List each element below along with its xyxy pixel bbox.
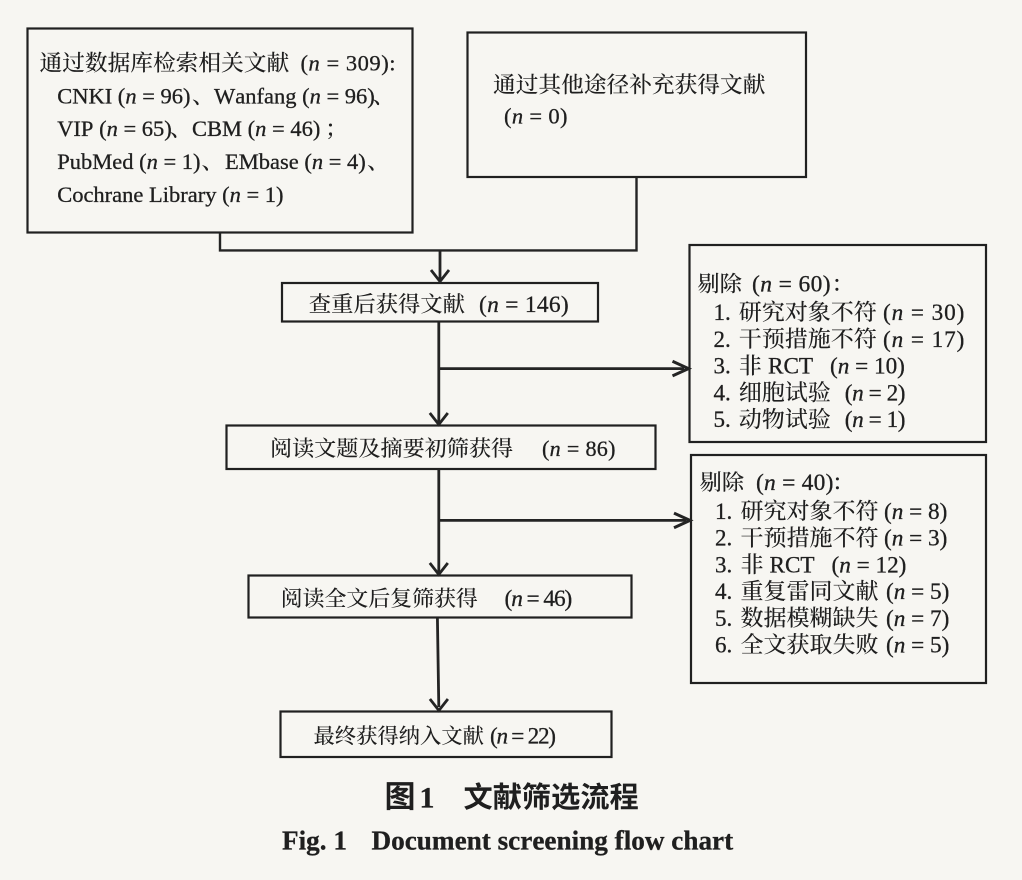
svg-text:(n = 30): (n = 30) (883, 300, 964, 326)
svg-text:VIP (n = 65): VIP (n = 65) (57, 116, 172, 141)
svg-text:(n = 309):: (n = 309): (301, 51, 396, 76)
svg-text:(n = 2): (n = 2) (845, 380, 906, 406)
svg-text:(n = 10): (n = 10) (830, 354, 905, 380)
svg-text:(n = 40): (n = 40) (756, 470, 833, 496)
svg-text:PubMed (n = 1): PubMed (n = 1) (57, 149, 200, 174)
svg-text:(n = 3): (n = 3) (884, 526, 947, 552)
svg-text:(n = 8): (n = 8) (884, 499, 947, 525)
svg-text:1.: 1. (715, 499, 732, 524)
svg-text:(n = 12): (n = 12) (832, 552, 907, 578)
svg-text:4.: 4. (715, 579, 732, 604)
svg-text:CBM (n = 46): CBM (n = 46) (192, 116, 320, 141)
svg-text:(n = 46): (n = 46) (505, 586, 573, 612)
svg-text:RCT: RCT (768, 354, 813, 380)
svg-text:(n = 86): (n = 86) (542, 436, 616, 461)
svg-text:2.: 2. (715, 526, 732, 551)
svg-text:(n = 1): (n = 1) (845, 407, 906, 433)
svg-text:(n = 0): (n = 0) (504, 104, 568, 129)
svg-text:5.: 5. (715, 606, 732, 631)
svg-text:(n = 17): (n = 17) (883, 327, 964, 353)
svg-text:3.: 3. (715, 552, 732, 577)
svg-text:Fig. 1: Fig. 1 (282, 826, 347, 856)
svg-text:(n = 5): (n = 5) (886, 633, 949, 659)
svg-text:RCT: RCT (770, 552, 815, 578)
svg-text:(n = 146): (n = 146) (479, 292, 569, 318)
svg-text:5.: 5. (714, 407, 731, 432)
svg-text:CNKI (n = 96): CNKI (n = 96) (57, 83, 190, 108)
svg-text:(n = 5): (n = 5) (886, 579, 949, 605)
svg-text:Document screening flow chart: Document screening flow chart (372, 826, 734, 856)
svg-text:3.: 3. (714, 354, 731, 379)
svg-text:1: 1 (420, 781, 435, 814)
svg-text:Cochrane Library (n = 1): Cochrane Library (n = 1) (57, 182, 283, 207)
svg-text:(n = 60): (n = 60) (752, 272, 831, 298)
svg-text:2.: 2. (714, 327, 731, 352)
svg-text:1.: 1. (714, 300, 731, 325)
svg-text:Wanfang (n = 96): Wanfang (n = 96) (214, 83, 375, 108)
svg-text:6.: 6. (715, 633, 732, 658)
svg-text:(n = 7): (n = 7) (886, 606, 949, 632)
svg-text:EMbase (n = 4): EMbase (n = 4) (225, 149, 366, 174)
svg-text:(n = 22): (n = 22) (490, 723, 556, 749)
svg-text:4.: 4. (714, 380, 731, 405)
